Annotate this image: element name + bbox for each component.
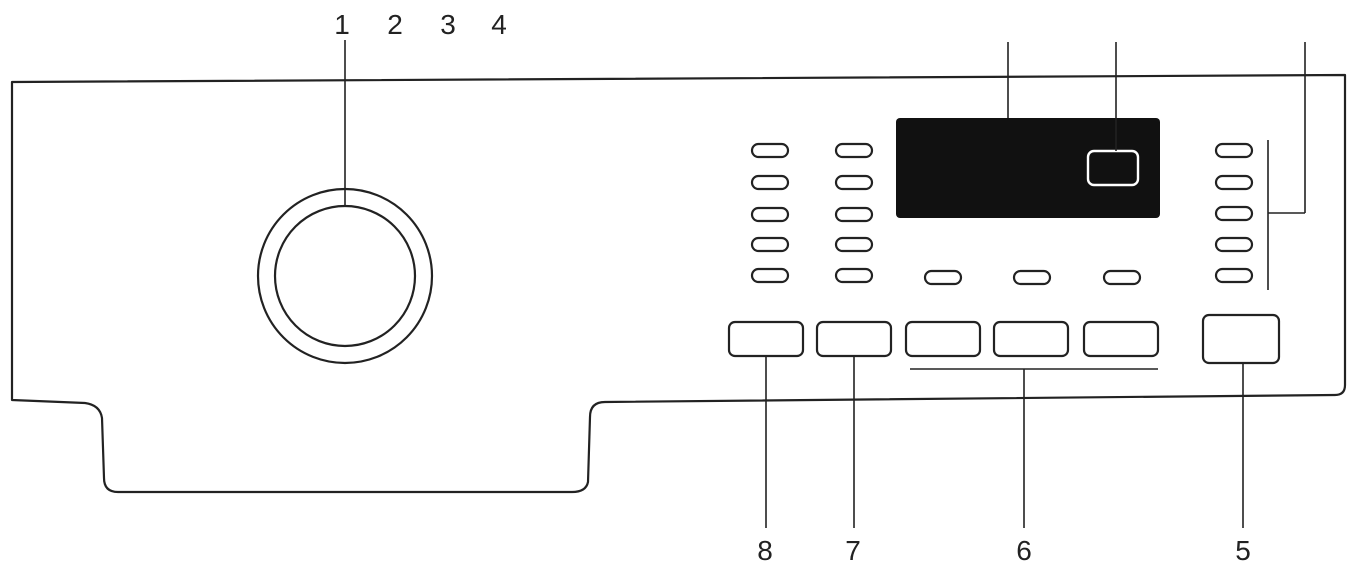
indicator-lamp-icon xyxy=(1214,236,1254,253)
display-symbol-box xyxy=(1086,149,1140,187)
option-button-3[interactable] xyxy=(1082,320,1160,358)
indicator-lamp-icon xyxy=(1214,142,1254,159)
indicator-lamp-icon xyxy=(1214,174,1254,191)
option-button-2[interactable] xyxy=(992,320,1070,358)
control-panel-outline xyxy=(10,73,1347,494)
indicator-lamp-icon xyxy=(750,236,790,253)
indicator-lamp-icon xyxy=(834,267,874,284)
indicator-lamp-icon xyxy=(834,142,874,159)
indicator-lamp-icon xyxy=(834,206,874,223)
indicator-lamp-icon xyxy=(750,267,790,284)
indicator-lamp-icon xyxy=(923,269,963,286)
indicator-lamp-icon xyxy=(750,142,790,159)
indicator-column-middle xyxy=(834,142,874,284)
callout-7: 7 xyxy=(845,535,861,565)
button-7[interactable] xyxy=(815,320,893,358)
indicator-lamp-icon xyxy=(834,174,874,191)
callout-3: 3 xyxy=(440,9,456,40)
indicator-lamp-icon xyxy=(1214,267,1254,284)
indicator-lamp-icon xyxy=(750,206,790,223)
callout-2: 2 xyxy=(387,9,403,40)
indicator-column-left xyxy=(750,142,790,284)
indicator-lamp-icon xyxy=(1012,269,1052,286)
indicator-lamp-icon xyxy=(1214,205,1254,222)
indicator-column-right xyxy=(1214,142,1254,284)
indicator-row-under-display xyxy=(923,269,1142,286)
indicator-lamp-icon xyxy=(1102,269,1142,286)
indicator-lamp-icon xyxy=(750,174,790,191)
button-8[interactable] xyxy=(727,320,805,358)
callout-6: 6 xyxy=(1016,535,1032,565)
callout-1: 1 xyxy=(334,9,350,40)
callout-4: 4 xyxy=(491,9,507,40)
callout-8: 8 xyxy=(757,535,773,565)
display-screen xyxy=(896,118,1160,218)
option-button-1[interactable] xyxy=(904,320,982,358)
programme-selector-dial-icon[interactable] xyxy=(256,187,434,365)
callout-5: 5 xyxy=(1235,535,1251,565)
button-5[interactable] xyxy=(1201,313,1281,365)
indicator-lamp-icon xyxy=(834,236,874,253)
